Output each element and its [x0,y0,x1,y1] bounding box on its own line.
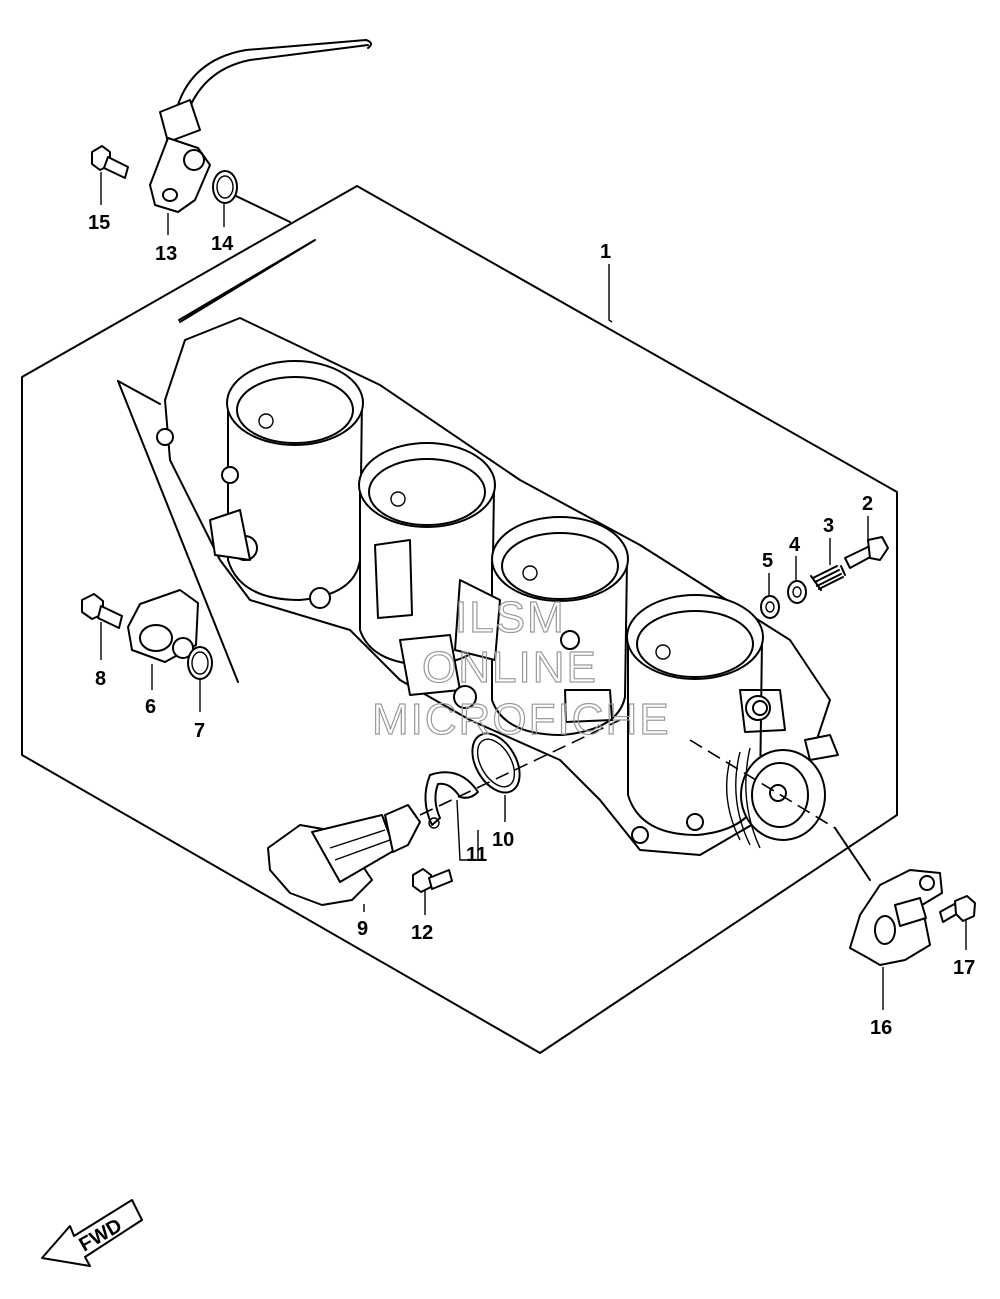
throttle-bore-1 [226,360,364,601]
part-7-o-ring[interactable] [187,646,213,680]
callout-6: 6 [145,696,156,718]
callout-13: 13 [155,243,177,265]
throttle-body [156,317,839,856]
part-13-throttle-position-sensor[interactable] [149,39,372,213]
callout-1: 1 [600,241,611,263]
leader-lines [100,172,967,1010]
callout-5: 5 [762,550,773,572]
part-17-screw[interactable] [939,895,976,923]
part-9-idle-air-sensor[interactable] [267,804,421,906]
callout-3: 3 [823,515,834,537]
watermark-line-1: ILSM [455,593,566,642]
part-4-washer[interactable] [787,580,807,604]
watermark-line-3: MICROFICHE [372,695,671,744]
part-10-o-ring[interactable] [463,725,530,800]
part-14-o-ring[interactable] [212,170,238,204]
part-3-spring[interactable] [810,565,846,591]
watermark: ILSM ONLINE MICROFICHE [371,592,671,744]
part-15-screw[interactable] [91,145,129,179]
fwd-arrow: FWD [41,1199,143,1267]
assembly-boundary [21,185,898,1054]
callout-4: 4 [789,534,801,556]
bracket-line-left-top [117,380,161,405]
callout-9: 9 [357,918,368,940]
part-6-sensor[interactable] [127,589,199,663]
callout-15: 15 [88,212,110,234]
callout-16: 16 [870,1017,892,1039]
callout-14: 14 [211,233,234,255]
alignment-line-9 [419,719,621,816]
part-12-screw[interactable] [412,868,453,893]
callout-8: 8 [95,668,106,690]
part-8-screw[interactable] [81,593,123,629]
part-5-washer[interactable] [760,595,780,619]
alignment-line-16 [689,739,836,829]
part-16-bracket[interactable] [849,869,943,966]
callout-12: 12 [411,922,433,944]
callout-10: 10 [492,829,514,851]
watermark-line-2: ONLINE [422,643,598,692]
throttle-bore-4 [626,594,764,836]
callout-2: 2 [862,493,873,515]
alignment-line-16b [834,827,871,881]
part-11-clip[interactable] [424,771,479,829]
callout-7: 7 [194,720,205,742]
bracket-line-left [117,380,239,683]
callout-11: 11 [466,844,487,866]
part-2-screw[interactable] [844,536,889,569]
callout-17: 17 [953,957,975,979]
bracket-line-top [178,239,316,323]
